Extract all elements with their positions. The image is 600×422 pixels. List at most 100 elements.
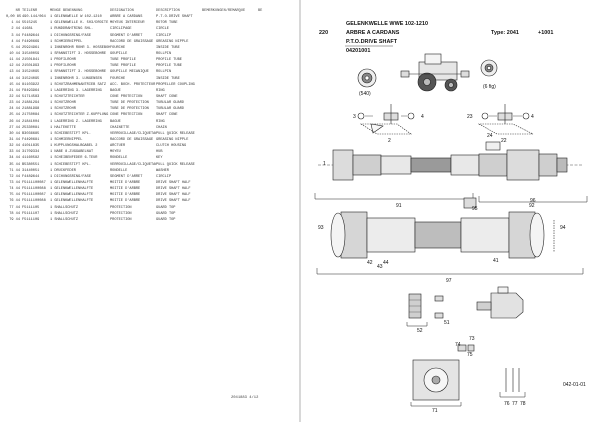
- table-cell: 1 NABE 8.ZUGGABELNAT: [50, 150, 94, 155]
- table-cell: INSIDE TUBE: [156, 76, 180, 81]
- table-cell: CONE PROTECTION: [110, 94, 143, 99]
- table-cell: 1 KUPPLUNGSHALBGABEL 2: [50, 144, 98, 149]
- table-cell: GOUPILLE MECANIQUE: [110, 70, 149, 75]
- table-cell: 23 44: [9, 101, 20, 106]
- table-cell: PROTECTION: [110, 205, 132, 210]
- table-cell: 3 44: [11, 33, 20, 38]
- table-cell: TUBE DE PROTECTION: [110, 107, 149, 112]
- type-label: Type: 2041: [491, 30, 519, 36]
- callout-95: 95: [472, 206, 478, 212]
- table-cell: 0,00 85: [6, 15, 22, 20]
- table-cell: 33 44: [9, 150, 20, 155]
- table-cell: 1 RUNDDRAHTRING SHL.: [50, 27, 94, 32]
- table-cell: 41011835: [22, 144, 40, 149]
- table-cell: 1 DICHUNGSRING/FASE: [50, 174, 91, 179]
- table-cell: 81103922: [22, 82, 40, 87]
- table-cell: 30 44: [9, 131, 20, 136]
- table-cell: 21750084: [22, 113, 40, 118]
- table-cell: ROLLPIN: [156, 70, 172, 75]
- table-cell: 21501993: [22, 64, 40, 69]
- table-cell: 15 44: [9, 82, 20, 87]
- table-cell: 1 GELENKWELLENHALFTE: [50, 199, 94, 204]
- callout-92: 92: [529, 203, 535, 209]
- table-cell: 1 SCHMIERNIPPEL: [50, 39, 83, 44]
- callout-41: 41: [493, 258, 499, 264]
- callout-94: 94: [560, 225, 566, 231]
- table-cell: RONDELLE: [110, 156, 128, 161]
- table-cell: 34 44: [9, 156, 20, 161]
- table-cell: RONDELLE: [110, 168, 128, 173]
- table-cell: 1 SCHIEBESTIFT KPL.: [50, 131, 91, 136]
- table-cell: ROTOR TUBE: [156, 21, 178, 26]
- table-cell: CIRCLIP: [156, 174, 172, 179]
- cross-kit-right: [477, 104, 534, 135]
- table-cell: VERROUILLAGE/CLIQUETAGE: [110, 162, 156, 167]
- table-cell: 77 44: [9, 205, 20, 210]
- table-cell: 72 44: [9, 174, 20, 179]
- table-cell: TUBE PROFILE: [110, 58, 136, 63]
- callout-4b: 4: [531, 114, 534, 120]
- table-cell: 31524095: [22, 76, 40, 81]
- table-cell: 51714583: [22, 94, 40, 99]
- table-cell: 41160582: [22, 156, 40, 161]
- table-cell: 13 44: [9, 70, 20, 75]
- table-cell: PROPELLER COUPLING: [156, 82, 195, 87]
- callout-540: (540): [359, 91, 371, 97]
- table-cell: CLUTCH HOUSING: [156, 144, 187, 149]
- table-cell: BAGUE: [110, 119, 121, 124]
- table-cell: B3036685: [22, 131, 40, 136]
- table-cell: GUARD TOP: [156, 205, 176, 210]
- callout-75: 75: [467, 352, 473, 358]
- table-cell: 24 44: [9, 107, 20, 112]
- table-cell: SEGMENT D'ARRET: [110, 174, 143, 179]
- table-cell: 4 44: [11, 39, 20, 44]
- table-cell: 1 INNENROHR ROHR 3. HOSSEBOHRE: [50, 45, 110, 50]
- table-cell: INSIDE TUBE: [156, 45, 180, 50]
- table-cell: 27 44: [9, 125, 20, 130]
- callout-91: 91: [396, 203, 402, 209]
- table-cell: 1 LAGERRING Z. LAGERRING: [50, 119, 102, 124]
- table-cell: 1 GELENKWELLENHALFTE: [50, 187, 94, 192]
- table-cell: GREASING NIPPLE: [156, 137, 189, 142]
- header-be: BE: [258, 9, 263, 13]
- table-cell: 1 SCHUTZTRICHTER: [50, 94, 85, 99]
- table-cell: MOITIE D'ARBRE: [110, 187, 141, 192]
- callout-42: 42: [367, 260, 373, 266]
- table-cell: 21841004: [22, 119, 40, 124]
- table-cell: 1 SPANNSTIFT 3. HOSSEBOHRE: [50, 70, 107, 75]
- table-cell: 78 44: [9, 211, 20, 216]
- table-cell: 1 SHALLSCHUTZ: [50, 205, 79, 210]
- table-cell: DRIVE SHAFT HALF: [156, 193, 191, 198]
- table-cell: ARCTUER: [110, 144, 126, 149]
- callout-2: 2: [388, 138, 391, 144]
- table-cell: 21 44: [9, 88, 20, 93]
- table-cell: MOITIE D'ARBRE: [110, 193, 141, 198]
- table-cell: CIRCLIPAGE: [110, 27, 132, 32]
- table-cell: PULL QUICK RELEASE: [156, 131, 195, 136]
- table-cell: 1 LAGERRING 3. LAGERRING: [50, 88, 102, 93]
- table-cell: ACC. BOCH. PROTECTEUR: [110, 82, 156, 87]
- callout-97: 97: [446, 278, 452, 284]
- table-cell: 1 SHALLSCHUTZ: [50, 217, 79, 222]
- table-cell: 35 44: [9, 162, 20, 167]
- table-cell: SEGMENT D'ARRET: [110, 33, 143, 38]
- page-number: 220: [319, 30, 329, 36]
- table-cell: 1 GELENKWELLE W 102-1210: [50, 15, 102, 20]
- figure-code: 042-01-01: [563, 382, 586, 388]
- table-cell: 490.144/064: [22, 15, 46, 20]
